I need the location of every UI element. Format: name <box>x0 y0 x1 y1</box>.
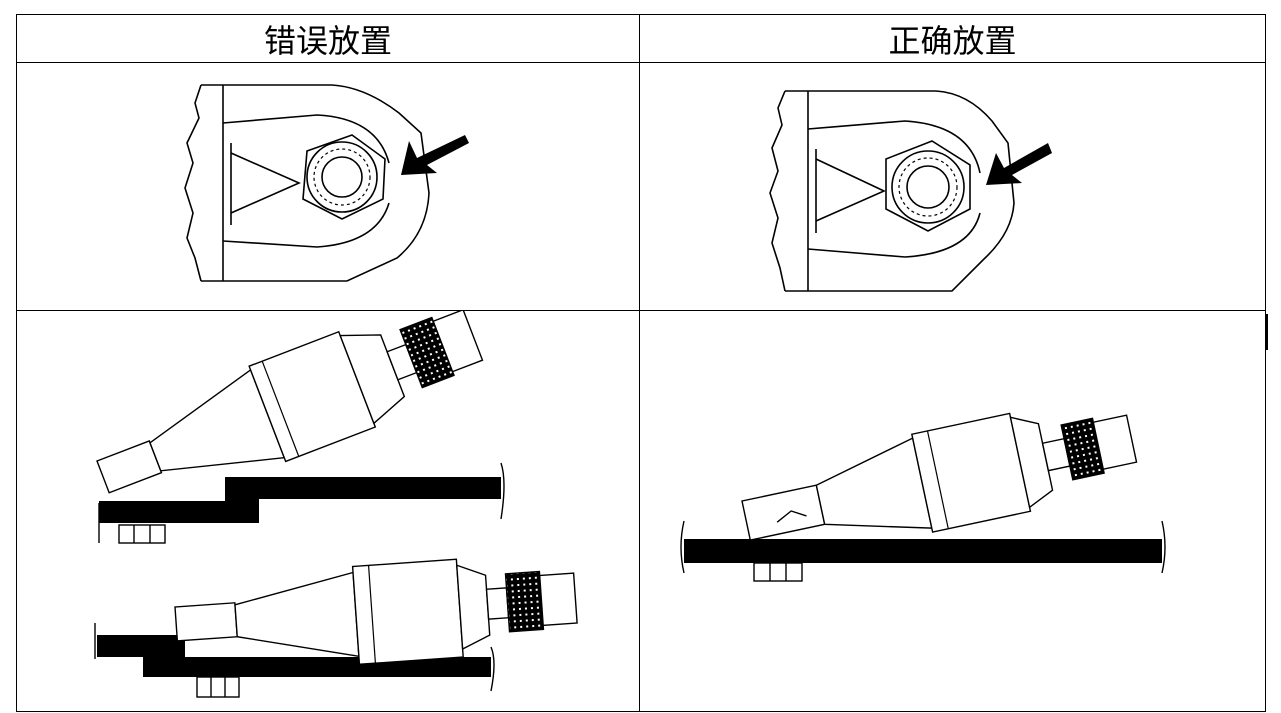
cell-wrong-side-view <box>16 310 640 712</box>
cell-correct-side-view <box>639 310 1266 712</box>
wrong-example-step-edge <box>94 558 578 698</box>
mount-nut-below <box>753 562 803 582</box>
wrong-side-view-drawing <box>94 311 578 698</box>
cell-wrong-top-view <box>16 62 640 311</box>
wrong-tilted-sensor <box>96 311 484 494</box>
header-correct-placement: 正确放置 <box>639 14 1266 63</box>
mount-nut-below <box>196 676 240 698</box>
stepped-plate <box>99 477 501 523</box>
correct-flat-surface <box>680 520 1166 582</box>
correct-side-view-drawing <box>680 412 1166 582</box>
wrong-top-view-drawing <box>184 84 469 282</box>
stepped-plate <box>97 635 491 677</box>
correct-mount-nut <box>885 140 971 232</box>
bracket-broken-edge <box>184 84 202 282</box>
header-wrong-placement: 错误放置 <box>16 14 640 63</box>
cell-correct-top-view <box>639 62 1266 311</box>
wrong-example-stepped-surface <box>96 311 505 544</box>
text-cursor <box>1266 314 1268 350</box>
correct-arrow-icon <box>986 143 1052 185</box>
correct-top-view-drawing <box>769 90 1052 292</box>
bracket-web <box>230 152 301 214</box>
bracket-inner-rim <box>222 114 390 248</box>
mount-nut-below <box>118 524 166 544</box>
correct-sensor <box>741 412 1138 541</box>
bracket-inner-rim <box>807 120 981 258</box>
bracket-broken-edge <box>769 90 786 292</box>
flat-plate <box>684 539 1162 563</box>
wrong-rocking-sensor <box>174 558 578 666</box>
bracket-web <box>815 158 886 222</box>
wrong-mount-nut <box>302 134 386 220</box>
comparison-table: 错误放置 正确放置 <box>16 14 1266 712</box>
wrong-arrow-icon <box>401 135 469 175</box>
